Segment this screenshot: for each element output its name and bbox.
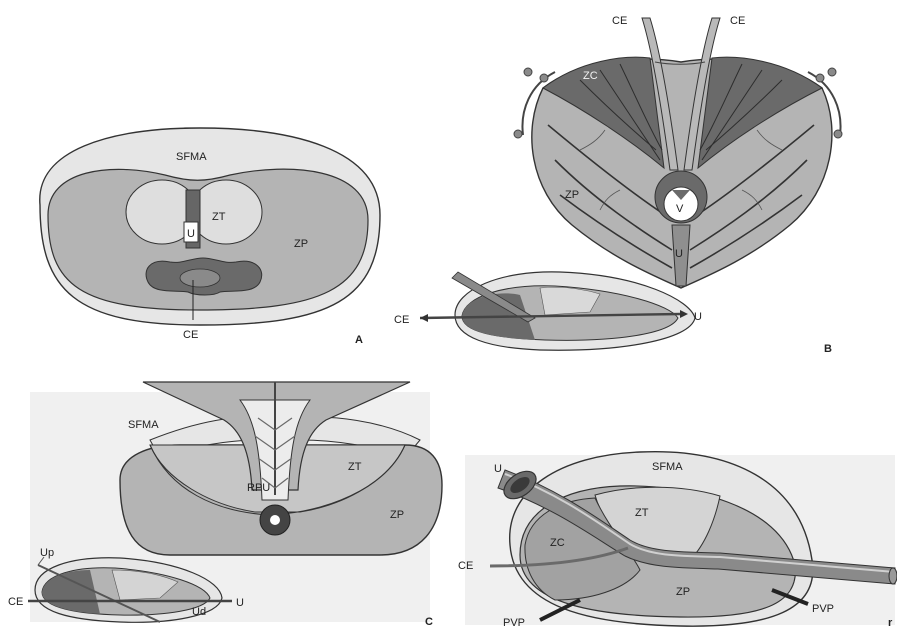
panel-c-rpu-label: RPU — [247, 482, 270, 494]
panel-b-inset: CE U — [394, 272, 702, 350]
panel-c-urethra — [270, 515, 280, 525]
panel-d-sfma-label: SFMA — [652, 461, 683, 473]
panel-c-inset-up-label: Up — [40, 547, 54, 559]
panel-b-node — [834, 130, 842, 138]
panel-a-zt-right — [190, 180, 262, 244]
panel-a-zp-label: ZP — [294, 238, 308, 250]
panel-c-zt-label: ZT — [348, 461, 362, 473]
panel-c-inset-ce-label: CE — [8, 596, 23, 608]
panel-d-zc-label: ZC — [550, 537, 565, 549]
panel-b-zc-label: ZC — [583, 70, 598, 82]
panel-b-node — [524, 68, 532, 76]
panel-d-ce-label: CE — [458, 560, 473, 572]
panel-b-ce-right-label: CE — [730, 15, 745, 27]
panel-b-node — [540, 74, 548, 82]
panel-d-label: r — [888, 617, 893, 628]
panel-d-zt-label: ZT — [635, 507, 649, 519]
panel-a-label: A — [355, 334, 363, 346]
panel-d-urethra-end — [889, 568, 897, 584]
panel-d-zp-label: ZP — [676, 586, 690, 598]
panel-b-inset-ce-label: CE — [394, 314, 409, 326]
panel-b: CE CE ZC ZP V U CE U B — [394, 15, 842, 355]
panel-b-zp-label: ZP — [565, 189, 579, 201]
panel-a-u-label: U — [187, 228, 195, 240]
panel-d-u-label: U — [494, 463, 502, 475]
panel-a-ce-label: CE — [183, 329, 198, 341]
panel-a-zt-label: ZT — [212, 211, 226, 223]
panel-b-inset-arrow-left — [420, 314, 428, 322]
panel-d-pvp-left-label: PVP — [503, 617, 525, 628]
panel-a: SFMA ZT ZP U CE A — [40, 128, 380, 346]
panel-b-u-label: U — [675, 248, 683, 260]
panel-c-sfma-label: SFMA — [128, 419, 159, 431]
panel-b-v-label: V — [676, 203, 684, 215]
panel-b-ce-left-label: CE — [612, 15, 627, 27]
panel-b-node — [828, 68, 836, 76]
panel-a-ejaculatory-ducts — [180, 269, 220, 287]
panel-a-sfma-label: SFMA — [176, 151, 207, 163]
panel-c-label: C — [425, 616, 433, 628]
panel-b-node — [514, 130, 522, 138]
panel-b-label: B — [824, 343, 832, 355]
panel-b-node — [816, 74, 824, 82]
panel-c-zp-label: ZP — [390, 509, 404, 521]
panel-c-inset-u-label: U — [236, 597, 244, 609]
panel-c-inset-ud-label: Ud — [192, 606, 206, 618]
panel-d-pvp-right-label: PVP — [812, 603, 834, 615]
panel-c: SFMA ZT RPU ZP Up CE Ud U C — [8, 382, 442, 628]
panel-d: U SFMA ZT ZC CE ZP PVP PVP r — [458, 452, 897, 628]
panel-b-inset-u-label: U — [694, 311, 702, 323]
